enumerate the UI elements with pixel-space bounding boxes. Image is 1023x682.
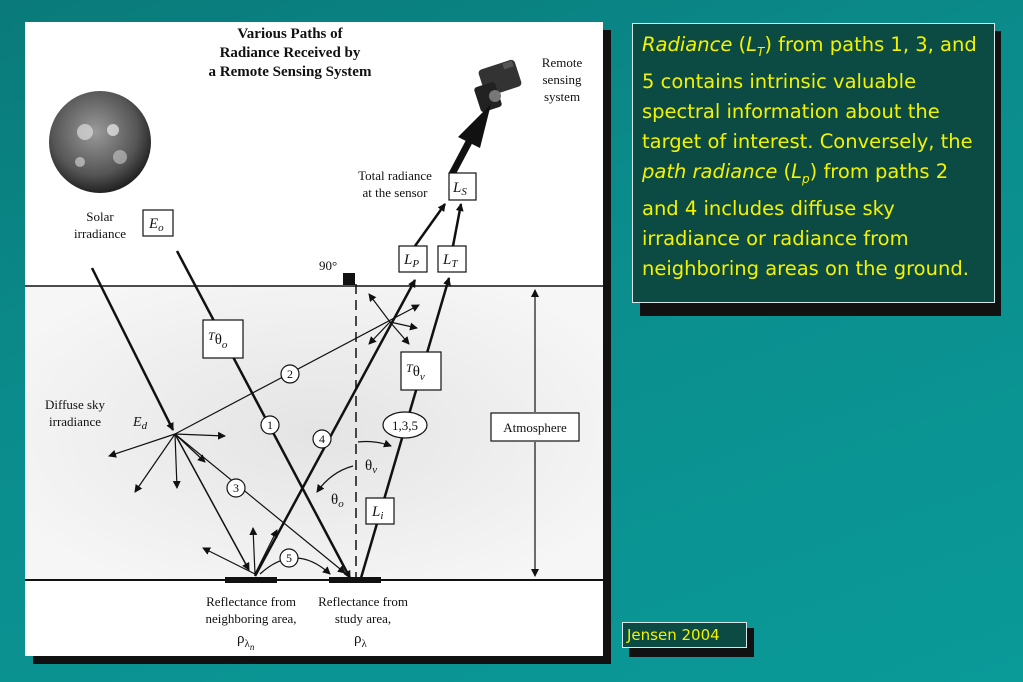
path-135-ellipse <box>382 411 428 439</box>
path-4-number: 4 <box>319 432 325 446</box>
text-part-2: ( <box>732 33 747 56</box>
path-4-line <box>253 279 417 577</box>
lt-symbol-text-t: T <box>757 44 765 59</box>
remote-sensing-label-1: Remote <box>542 55 583 70</box>
path-5-circle <box>279 548 299 568</box>
solar-beam-diffuse <box>90 267 175 431</box>
lp-box <box>398 245 428 273</box>
lt-symbol-text-l: L <box>746 33 758 56</box>
eo-symbol: Eo <box>148 216 164 234</box>
title-line-3: a Remote Sensing System <box>209 64 372 80</box>
theta-o-symbol: θo <box>331 492 344 510</box>
top-scatter-arrows <box>368 293 418 345</box>
theta-v-arc <box>357 439 392 448</box>
path-5-number: 5 <box>286 551 292 565</box>
text-part-3: ) from paths 1, 3, and 5 contains intrin… <box>642 33 977 153</box>
li-symbol: Li <box>371 504 383 522</box>
study-reflectance-label-1: Reflectance from <box>318 594 408 609</box>
lp-symbol: LP <box>403 252 419 270</box>
title-line-2: Radiance Received by <box>220 45 361 61</box>
radiance-term: Radiance <box>642 33 733 56</box>
diffuse-sky-label-2: irradiance <box>49 414 101 429</box>
path-2-circle <box>280 364 300 384</box>
sun-image <box>49 91 151 193</box>
text-part-5: ) from paths 2 and 4 includes diffuse sk… <box>642 159 969 280</box>
rho-lambda-symbol: ρλ <box>354 631 368 650</box>
ed-symbol: Ed <box>132 415 148 432</box>
remote-sensing-label-2: sensing <box>543 72 583 87</box>
li-box <box>365 497 395 525</box>
ls-symbol: LS <box>452 180 467 198</box>
total-radiance-label-2: at the sensor <box>363 185 429 200</box>
path-3-number: 3 <box>233 481 239 495</box>
path-135-label: 1,3,5 <box>392 418 418 433</box>
path-4-circle <box>312 429 332 449</box>
path-3-circle <box>226 478 246 498</box>
path-2-number: 2 <box>287 367 293 381</box>
solar-irradiance-label-2: irradiance <box>74 226 126 241</box>
theta-o-arc <box>316 465 354 493</box>
sensor-arrow-shaft <box>448 138 474 176</box>
total-radiance-label-1: Total radiance <box>358 168 432 183</box>
lt-to-sensor-line <box>451 203 464 247</box>
path-radiance-term: path radiance <box>642 159 778 183</box>
lp-symbol-text-p: p <box>802 171 810 186</box>
neighbor-scatter-arrows <box>202 527 278 575</box>
path-3-line <box>174 433 346 574</box>
lt-symbol: LT <box>442 252 458 270</box>
lp-to-sensor-line <box>413 203 447 247</box>
sensor-arrow-head <box>458 104 491 148</box>
t-theta-v-box <box>400 351 442 391</box>
study-area-patch <box>329 577 381 583</box>
solar-beam-direct <box>175 250 352 579</box>
diffuse-to-neighbor <box>174 433 250 571</box>
study-reflectance-label-2: study area, <box>335 611 391 626</box>
ls-box <box>448 172 477 201</box>
t-theta-o-box <box>202 319 244 359</box>
neighboring-area-patch <box>225 577 277 583</box>
theta-v-symbol: θv <box>365 458 377 476</box>
rho-lambda-n-symbol: ρλn <box>237 631 255 652</box>
solar-irradiance-label-1: Solar <box>86 209 114 224</box>
citation-label: Jensen 2004 <box>622 622 747 648</box>
radiance-paths-diagram: Various Paths of Radiance Received by a … <box>25 22 603 656</box>
neighbor-reflectance-label-2: neighboring area, <box>206 611 297 626</box>
remote-sensing-label-3: system <box>544 89 580 104</box>
path-1-circle <box>260 415 280 435</box>
t-theta-o-symbol: Tθo <box>208 329 228 351</box>
lt-box <box>437 245 467 273</box>
t-theta-v-symbol: Tθv <box>406 361 425 383</box>
right-angle-marker <box>343 273 355 285</box>
atmosphere-label-box <box>490 412 580 442</box>
diffuse-sky-label-1: Diffuse sky <box>45 397 106 412</box>
text-part-4: ( <box>777 159 792 183</box>
eo-box <box>142 209 174 237</box>
neighbor-reflectance-label-1: Reflectance from <box>206 594 296 609</box>
lp-symbol-text-l: L <box>791 159 803 183</box>
title-line-1: Various Paths of <box>237 26 343 42</box>
explanation-textbox: Radiance (LT) from paths 1, 3, and 5 con… <box>632 23 995 303</box>
camera-icon <box>474 59 522 112</box>
angle-90-label: 90° <box>319 258 337 273</box>
path-1-number: 1 <box>267 418 273 432</box>
atmosphere-label: Atmosphere <box>503 420 567 435</box>
